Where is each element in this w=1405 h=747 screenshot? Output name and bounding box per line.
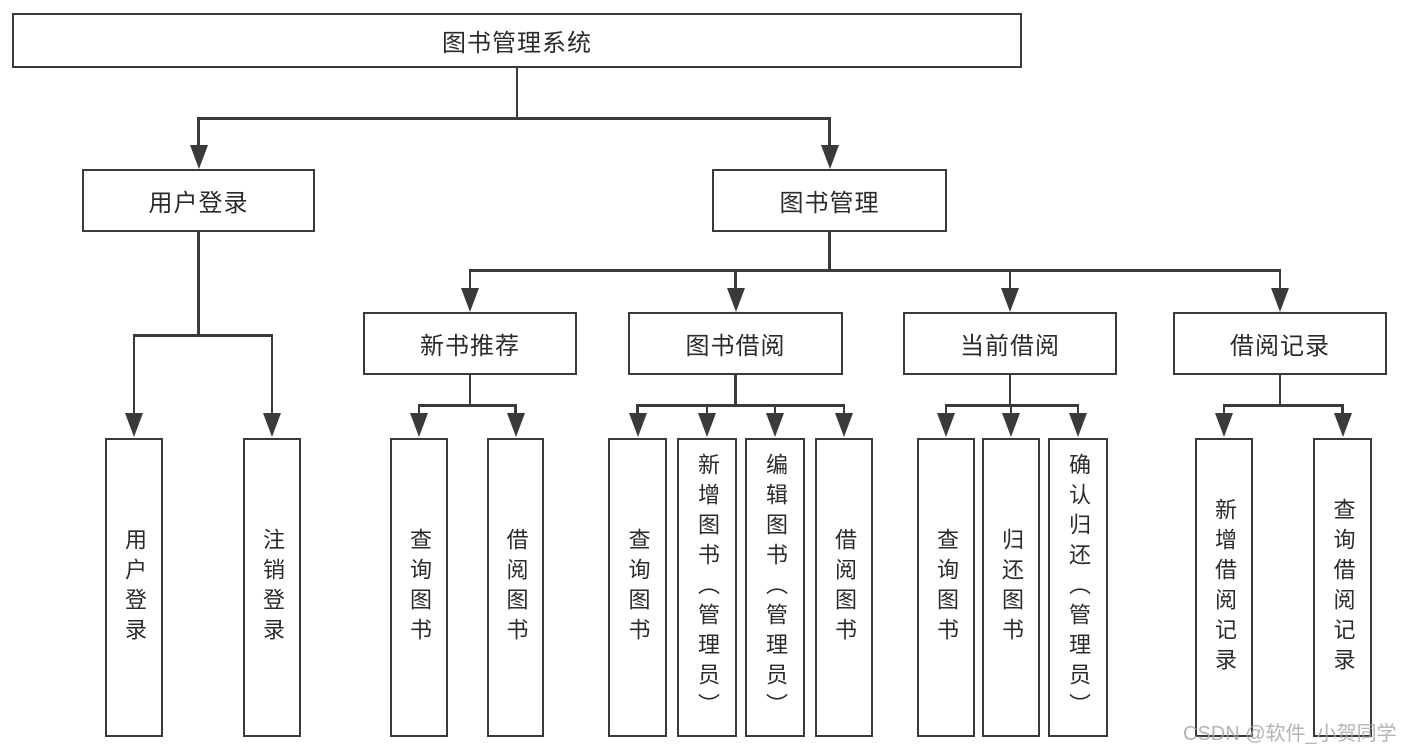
edge-user-login-down: [197, 232, 200, 336]
edge-user-login-hline: [132, 334, 274, 337]
edge-leaf-stem: [842, 404, 846, 415]
leaf-label: 查询借阅记录: [1330, 497, 1356, 678]
leaf-label: 用户登录: [122, 527, 147, 648]
node-book-management: 图书管理: [712, 169, 947, 232]
edge-borrow-record-hline: [1222, 404, 1344, 407]
node-label: 用户登录: [148, 190, 249, 217]
edge-borrow-record-stem: [1278, 269, 1282, 290]
leaf-label: 查询图书: [934, 527, 959, 648]
edge-leaf-stem: [773, 404, 777, 415]
leaf-query-book-borrowing: 查询图书: [608, 438, 667, 737]
leaf-borrow-book-newrec: 借阅图书: [487, 438, 544, 737]
node-new-book-recommend: 新书推荐: [363, 312, 577, 375]
arrowhead-leaf-borrow-book-2: [835, 413, 853, 437]
arrowhead-leaf-add-record: [1215, 413, 1233, 437]
edge-book-mgmt-stem: [828, 117, 831, 146]
edge-level3-hline: [468, 269, 1282, 272]
arrowhead-current-borrow: [1001, 288, 1019, 312]
leaf-label: 确认归还（管理员）: [1066, 452, 1091, 723]
edge-leaf-logout-stem: [270, 334, 274, 414]
leaf-add-borrow-record: 新增借阅记录: [1195, 438, 1253, 737]
node-label: 图书管理系统: [442, 30, 592, 57]
leaf-label: 查询图书: [625, 527, 651, 648]
arrowhead-leaf-return-book: [1002, 413, 1020, 437]
leaf-user-login: 用户登录: [105, 438, 163, 737]
node-label: 新书推荐: [420, 333, 520, 360]
edge-leaf-stem: [1076, 404, 1080, 415]
edge-book-borrow-stem: [734, 269, 737, 290]
edge-leaf-user-login-stem: [132, 334, 136, 414]
arrowhead-book-mgmt: [820, 145, 839, 169]
edge-current-borrow-stem: [1008, 269, 1012, 290]
leaf-label: 新增图书（管理员）: [695, 452, 720, 723]
node-label: 图书管理: [779, 190, 880, 217]
leaf-return-book: 归还图书: [982, 438, 1040, 737]
edge-leaf-stem: [636, 404, 639, 415]
edge-book-mgmt-down: [828, 232, 831, 271]
node-user-login: 用户登录: [82, 169, 315, 232]
arrowhead-leaf-user-login: [125, 413, 143, 437]
edge-user-login-stem: [197, 117, 200, 146]
edge-new-book-stem: [468, 269, 472, 290]
leaf-edit-book-admin: 编辑图书（管理员）: [745, 438, 805, 737]
leaf-logout: 注销登录: [243, 438, 301, 737]
edge-leaf-stem: [514, 404, 517, 415]
leaf-query-book-newrec: 查询图书: [390, 438, 448, 737]
arrowhead-leaf-add-book: [698, 413, 716, 437]
node-current-borrowing: 当前借阅: [903, 312, 1117, 375]
edge-new-book-down: [468, 375, 472, 406]
edge-book-borrow-hline: [636, 404, 846, 407]
node-book-borrowing: 图书借阅: [628, 312, 843, 375]
edge-leaf-stem: [1222, 404, 1226, 415]
edge-current-borrow-down: [1008, 375, 1012, 406]
leaf-label: 注销登录: [260, 527, 285, 648]
arrowhead-leaf-query-record: [1333, 413, 1352, 437]
leaf-label: 借阅图书: [832, 527, 857, 648]
edge-level2-hline: [197, 117, 831, 120]
node-label: 图书借阅: [685, 333, 786, 360]
leaf-label: 归还图书: [999, 527, 1024, 648]
leaf-add-book-admin: 新增图书（管理员）: [677, 438, 737, 737]
leaf-label: 借阅图书: [503, 527, 529, 648]
arrowhead-leaf-query-book-1: [410, 413, 428, 437]
edge-book-borrow-down: [734, 375, 737, 406]
edge-leaf-stem: [1009, 404, 1013, 415]
arrowhead-leaf-borrow-book-1: [506, 413, 525, 437]
node-label: 当前借阅: [960, 333, 1060, 360]
edge-leaf-stem: [417, 404, 421, 415]
edge-leaf-stem: [1341, 404, 1344, 415]
arrowhead-borrow-record: [1271, 288, 1289, 312]
edge-root-stem: [515, 68, 519, 118]
leaf-query-borrow-record: 查询借阅记录: [1313, 438, 1372, 737]
edge-new-book-hline: [417, 404, 517, 407]
watermark-text: CSDN @软件_小贺同学: [1183, 723, 1397, 745]
arrowhead-leaf-confirm-return: [1069, 413, 1087, 437]
node-label: 借阅记录: [1230, 333, 1330, 360]
arrowhead-leaf-query-book-3: [937, 413, 955, 437]
arrowhead-user-login: [189, 145, 208, 169]
node-borrowing-records: 借阅记录: [1173, 312, 1387, 375]
arrowhead-leaf-logout: [263, 413, 281, 437]
edge-leaf-stem: [944, 404, 948, 415]
arrowhead-leaf-edit-book: [766, 413, 784, 437]
node-library-management-system: 图书管理系统: [12, 13, 1022, 68]
leaf-confirm-return-admin: 确认归还（管理员）: [1048, 438, 1108, 737]
leaf-label: 编辑图书（管理员）: [763, 452, 788, 723]
leaf-borrow-book: 借阅图书: [815, 438, 873, 737]
leaf-label: 查询图书: [407, 527, 432, 648]
arrowhead-book-borrow: [726, 288, 745, 312]
leaf-query-book-current: 查询图书: [917, 438, 975, 737]
arrowhead-leaf-query-book-2: [628, 413, 647, 437]
edge-borrow-record-down: [1278, 375, 1282, 406]
arrowhead-new-book: [461, 288, 479, 312]
leaf-label: 新增借阅记录: [1212, 497, 1237, 678]
edge-leaf-stem: [705, 404, 709, 415]
